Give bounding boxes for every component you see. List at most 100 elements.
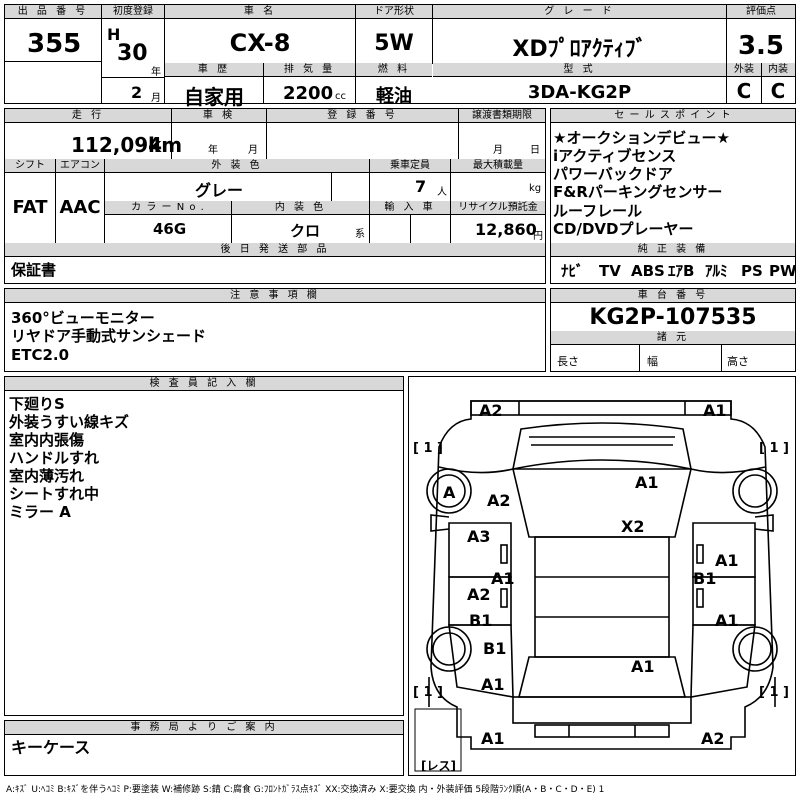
month-unit: 月 bbox=[151, 93, 161, 104]
exterior-grade: C bbox=[736, 79, 752, 103]
color-number: 46G bbox=[153, 220, 187, 238]
inspector-note: 外装うすい線キズ bbox=[9, 413, 130, 431]
first-registration-label: 初度登録 bbox=[102, 5, 164, 19]
model-code: 3DA-KG2P bbox=[527, 82, 632, 103]
note-line: ETC2.0 bbox=[11, 346, 70, 364]
chassis-number-label: 車 台 番 号 bbox=[551, 289, 795, 303]
aircon-label: エアコン bbox=[56, 159, 104, 173]
damage-code-legend: A:ｷｽﾞ U:ﾍｺﾐ B:ｷｽﾞを伴うﾍｺﾐ P:要塗装 W:補修跡 S:錆 … bbox=[6, 785, 605, 795]
damage-mark: A2 bbox=[479, 401, 503, 420]
damage-mark: A bbox=[443, 483, 456, 502]
equipment-item: ABS bbox=[631, 262, 665, 280]
mileage-label: 走 行 bbox=[5, 109, 171, 123]
equipment-item: PS bbox=[741, 262, 763, 280]
office-note: キーケース bbox=[11, 738, 91, 757]
damage-mark: A1 bbox=[481, 675, 505, 694]
specs-label: 諸 元 bbox=[551, 331, 795, 345]
sales-points-label: セ ー ル ス ポ イ ン ト bbox=[551, 109, 795, 123]
damage-mark: B1 bbox=[483, 639, 507, 658]
height-label: 高さ bbox=[727, 355, 749, 368]
damage-mark: A1 bbox=[481, 729, 505, 748]
vehicle-history: 自家用 bbox=[184, 85, 244, 109]
grade-label: グ レ ー ド bbox=[433, 5, 726, 19]
inspector-note: シートすれ中 bbox=[9, 485, 100, 503]
car-name: CX-8 bbox=[229, 29, 291, 57]
displacement-label: 排 気 量 bbox=[264, 63, 355, 77]
notes-label: 注 意 事 項 欄 bbox=[5, 289, 545, 303]
sales-points-box: セ ー ル ス ポ イ ン ト ★オークションデビュー★ iアクティブセンス パ… bbox=[550, 108, 797, 284]
door-type-label: ドア形状 bbox=[356, 5, 432, 19]
registration-year: 30 bbox=[117, 41, 148, 66]
inspection-year-unit: 年 bbox=[208, 145, 218, 156]
aircon-type: AAC bbox=[59, 197, 101, 218]
inspection-month-unit: 月 bbox=[248, 145, 258, 156]
damage-mark: A2 bbox=[487, 491, 511, 510]
inspector-note: 室内薄汚れ bbox=[9, 467, 85, 485]
registration-number-label: 登 録 番 号 bbox=[267, 109, 458, 123]
color-number-label: カ ラ ー N o . bbox=[105, 201, 231, 215]
equipment-item: ﾅﾋﾞ bbox=[561, 262, 584, 280]
inspection-label: 車 検 bbox=[172, 109, 266, 123]
damage-mark: A1 bbox=[635, 473, 659, 492]
capacity: 7 bbox=[415, 177, 427, 196]
damage-mark: A1 bbox=[491, 569, 515, 588]
sales-point-item: ★オークションデビュー★ bbox=[553, 129, 730, 147]
shift-label: シフト bbox=[5, 159, 55, 173]
damage-diagram-box: [ 1 ] [ 1 ] [ 1 ] [ 1 ] [レス] A2 A1 A A2 … bbox=[408, 376, 796, 776]
equipment-item: PW bbox=[769, 262, 797, 280]
damage-mark: B1 bbox=[693, 569, 717, 588]
model-code-label: 型 式 bbox=[433, 63, 726, 77]
sales-point-item: パワーバックドア bbox=[553, 165, 673, 183]
sales-point-item: CD/DVDプレーヤー bbox=[553, 220, 694, 238]
later-docs-label: 後 日 発 送 部 品 bbox=[5, 243, 545, 257]
fuel-label: 燃 料 bbox=[356, 63, 432, 77]
chassis-number: KG2P-107535 bbox=[589, 305, 757, 330]
equipment-item: TV bbox=[599, 262, 621, 280]
interior-grade: C bbox=[770, 79, 786, 103]
spare-tire-label: [レス] bbox=[421, 759, 456, 773]
history-label: 車 歴 bbox=[165, 63, 263, 77]
tire-tread-rear-left: [ 1 ] bbox=[413, 685, 443, 700]
inspector-note: ハンドルすれ bbox=[9, 449, 100, 467]
damage-mark: A2 bbox=[701, 729, 725, 748]
damage-mark: B1 bbox=[469, 611, 493, 630]
evaluation-score: 3.5 bbox=[737, 31, 785, 61]
interior-color-unit: 系 bbox=[355, 229, 365, 240]
exterior-grade-label: 外装 bbox=[727, 63, 761, 77]
interior-color-label: 内 装 色 bbox=[232, 201, 369, 215]
inspector-notes-box: 検 査 員 記 入 欄 下廻りS 外装うすい線キズ 室内内張傷 ハンドルすれ 室… bbox=[4, 376, 404, 716]
tire-tread-front-left: [ 1 ] bbox=[413, 441, 443, 456]
transfer-deadline-label: 譲渡書類期限 bbox=[459, 109, 545, 123]
inspector-notes-label: 検 査 員 記 入 欄 bbox=[5, 377, 403, 391]
mileage: 112,094 bbox=[71, 133, 163, 157]
displacement-unit: cc bbox=[335, 91, 346, 102]
interior-color: クロ bbox=[290, 222, 321, 240]
damage-mark: A1 bbox=[715, 551, 739, 570]
equipment-item: ｱﾙﾐ bbox=[705, 262, 728, 280]
registration-month: 2 bbox=[131, 83, 143, 102]
mileage-unit: km bbox=[148, 133, 183, 157]
recycle-fee-label: リサイクル預託金 bbox=[451, 201, 545, 215]
max-load-label: 最大積載量 bbox=[451, 159, 545, 173]
car-body-diagram bbox=[414, 400, 778, 772]
transfer-month-unit: 月 bbox=[493, 145, 503, 156]
damage-mark: A1 bbox=[703, 401, 727, 420]
exterior-color-label: 外 装 色 bbox=[105, 159, 369, 173]
grade: XDﾌﾟﾛｱｸﾃｨﾌﾞ bbox=[512, 37, 647, 62]
office-notes-label: 事 務 局 よ り ご 案 内 bbox=[5, 721, 403, 735]
equipment-item: ｴｱB bbox=[668, 262, 695, 280]
damage-mark: A3 bbox=[467, 527, 491, 546]
transfer-day-unit: 日 bbox=[530, 145, 540, 156]
interior-grade-label: 内装 bbox=[761, 63, 795, 77]
door-type: 5W bbox=[374, 31, 414, 56]
lot-number-label: 出 品 番 号 bbox=[5, 5, 101, 19]
notes-box: 注 意 事 項 欄 360°ビューモニター リヤドア手動式サンシェード ETC2… bbox=[4, 288, 546, 372]
note-line: 360°ビューモニター bbox=[11, 309, 155, 327]
recycle-fee-unit: 円 bbox=[533, 231, 543, 242]
inspector-note: 下廻りS bbox=[9, 395, 65, 413]
sales-point-item: iアクティブセンス bbox=[553, 147, 677, 165]
later-docs: 保証書 bbox=[11, 261, 57, 279]
standard-equipment-label: 純 正 装 備 bbox=[551, 243, 795, 257]
fuel-type: 軽油 bbox=[376, 86, 412, 107]
year-unit: 年 bbox=[151, 67, 161, 78]
